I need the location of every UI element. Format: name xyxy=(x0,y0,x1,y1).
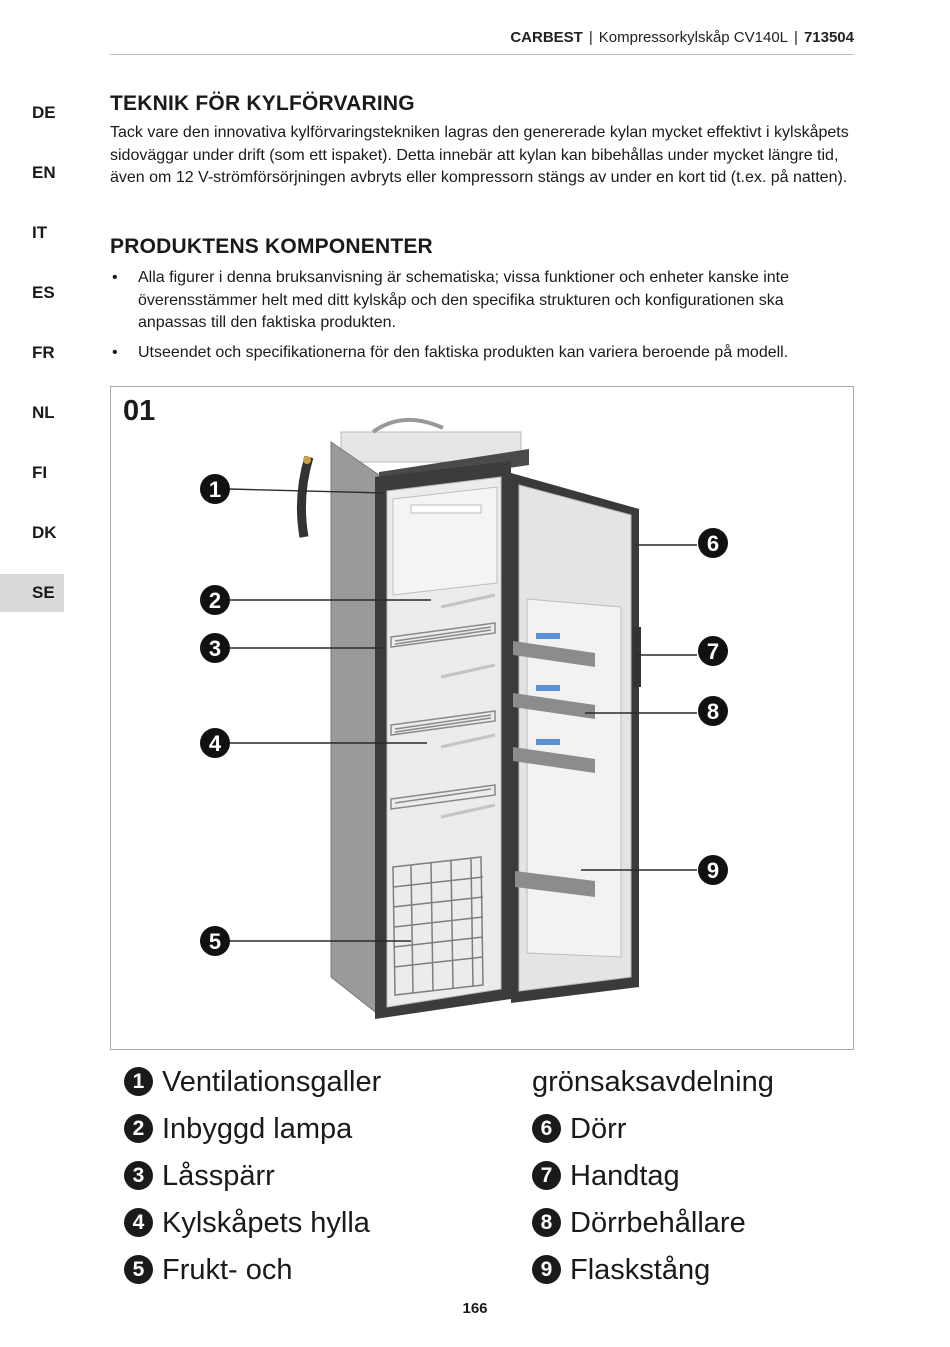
callout-3-badge xyxy=(200,633,230,663)
callout-5: 5 xyxy=(209,929,221,954)
callout-8-badge xyxy=(698,696,728,726)
bullet-icon: • xyxy=(112,343,118,361)
legend-label: Kylskåpets hylla xyxy=(162,1206,370,1239)
callout-6-badge xyxy=(698,528,728,558)
callout-1: 1 xyxy=(209,477,221,502)
legend-item-continued: grönsaksavdelning xyxy=(532,1058,774,1105)
legend-label: Handtag xyxy=(570,1159,680,1192)
lang-tab-nl[interactable]: NL xyxy=(32,403,55,422)
product-name: Kompressorkylskåp CV140L xyxy=(598,29,789,46)
figure-fridge-components: 1 2 3 4 5 6 7 8 9 01 xyxy=(110,386,854,1050)
legend-label: Ventilationsgaller xyxy=(162,1065,382,1098)
legend-number-badge: 8 xyxy=(532,1208,561,1237)
callout-5-badge xyxy=(200,926,230,956)
legend-label: Dörrbehållare xyxy=(570,1206,746,1239)
section-storage-technology: TEKNIK FÖR KYLFÖRVARING Tack vare den in… xyxy=(110,92,854,190)
legend-item: 6 Dörr xyxy=(532,1105,774,1152)
article-number: 713504 xyxy=(803,29,854,46)
section-title: TEKNIK FÖR KYLFÖRVARING xyxy=(110,92,415,115)
legend-item: 8 Dörrbehållare xyxy=(532,1199,774,1246)
legend-label: Inbyggd lampa xyxy=(162,1112,353,1145)
legend-item: 2 Inbyggd lampa xyxy=(124,1105,381,1152)
callout-7: 7 xyxy=(707,639,719,664)
callout-4: 4 xyxy=(209,731,222,756)
legend-number-badge: 5 xyxy=(124,1255,153,1284)
lang-tab-en[interactable]: EN xyxy=(32,163,56,182)
callout-7-badge xyxy=(698,636,728,666)
legend-number-badge: 4 xyxy=(124,1208,153,1237)
callout-2: 2 xyxy=(209,588,221,613)
bullet-item: • Alla figurer i denna bruksanvisning är … xyxy=(110,267,854,335)
legend-label: Flaskstång xyxy=(570,1253,711,1286)
bullet-icon: • xyxy=(112,269,118,286)
figure-number: 01 xyxy=(123,395,156,427)
callout-1-badge xyxy=(200,474,230,504)
section-body: Tack vare den innovativa kylförvaringste… xyxy=(110,124,849,186)
header-separator: | xyxy=(794,29,798,46)
lang-tab-de[interactable]: DE xyxy=(32,103,56,122)
legend-label: Dörr xyxy=(570,1112,627,1145)
bullet-list: • Alla figurer i denna bruksanvisning är … xyxy=(110,267,854,364)
legend-label: Frukt- och xyxy=(162,1253,293,1286)
callout-3: 3 xyxy=(209,636,221,661)
legend-item: 1 Ventilationsgaller xyxy=(124,1058,381,1105)
brand-name: CARBEST xyxy=(510,29,583,46)
lang-tab-dk[interactable]: DK xyxy=(32,523,57,542)
fridge-illustration: 1 2 3 4 5 6 7 8 9 xyxy=(200,417,728,1019)
legend-number-badge: 3 xyxy=(124,1161,153,1190)
lang-tab-se[interactable]: SE xyxy=(0,574,64,612)
legend-left-column: 1 Ventilationsgaller 2 Inbyggd lampa 3 Låss… xyxy=(124,1058,381,1293)
section-title: PRODUKTENS KOMPONENTER xyxy=(110,235,433,258)
header-separator: | xyxy=(588,29,593,46)
callout-9: 9 xyxy=(707,858,719,883)
legend-label: Låsspärr xyxy=(162,1159,275,1192)
legend-number-badge: 7 xyxy=(532,1161,561,1190)
legend-item: 5 Frukt- och xyxy=(124,1246,381,1293)
section-product-components: PRODUKTENS KOMPONENTER • Alla figurer i d… xyxy=(110,235,854,371)
lang-tab-es[interactable]: ES xyxy=(32,283,55,302)
legend-right-column: grönsaksavdelning 6 Dörr 7 Handtag 8 Dörrbe… xyxy=(532,1058,774,1293)
lang-tab-fr[interactable]: FR xyxy=(32,343,55,362)
callout-9-badge xyxy=(698,855,728,885)
legend-label: grönsaksavdelning xyxy=(532,1065,774,1098)
page-header: CARBEST | Kompressorkylskåp CV140L | 713504 xyxy=(110,28,854,55)
callout-2-badge xyxy=(200,585,230,615)
callout-8: 8 xyxy=(707,699,719,724)
legend-item: 4 Kylskåpets hylla xyxy=(124,1199,381,1246)
bullet-text: Utseendet och specifikationerna för den … xyxy=(138,343,789,361)
legend-item: 3 Låsspärr xyxy=(124,1152,381,1199)
legend-number-badge: 1 xyxy=(124,1067,153,1096)
legend-number-badge: 2 xyxy=(124,1114,153,1143)
bullet-text: Alla figurer i denna bruksanvisning är s… xyxy=(138,269,790,331)
lang-tab-it[interactable]: IT xyxy=(32,223,48,242)
legend-item: 9 Flaskstång xyxy=(532,1246,774,1293)
page-number: 166 xyxy=(462,1300,488,1317)
legend-number-badge: 6 xyxy=(532,1114,561,1143)
lang-tab-fi[interactable]: FI xyxy=(32,463,48,482)
callout-6: 6 xyxy=(707,531,719,556)
callout-4-badge xyxy=(200,728,230,758)
bullet-item: • Utseendet och specifikationerna för den… xyxy=(110,342,854,365)
legend-item: 7 Handtag xyxy=(532,1152,774,1199)
legend-number-badge: 9 xyxy=(532,1255,561,1284)
